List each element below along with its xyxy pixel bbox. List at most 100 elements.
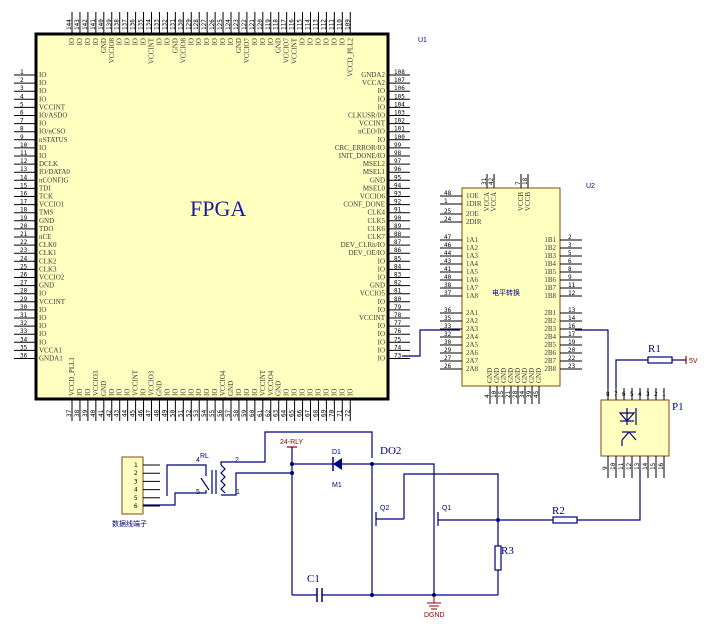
u2-pin-number: 23 bbox=[568, 363, 576, 370]
u2-pin-label: GND bbox=[500, 368, 508, 383]
u1-pin-number: 143 bbox=[74, 19, 81, 30]
u1-pin-number: 98 bbox=[394, 150, 402, 157]
u2-pin-number: 20 bbox=[568, 347, 576, 354]
q1-label: Q1 bbox=[442, 505, 451, 512]
u1-pin-label: IO bbox=[195, 389, 203, 396]
u2-pin-label: 2OE bbox=[466, 210, 479, 218]
u1-pin-label: DCLK bbox=[39, 160, 58, 168]
u1-pin-label: IO bbox=[84, 389, 92, 396]
u2-pin-number: 47 bbox=[444, 234, 452, 241]
u1-pin-number: 11 bbox=[20, 150, 28, 157]
u1-pin-number: 68 bbox=[312, 409, 319, 417]
u1-pin-number: 124 bbox=[225, 19, 232, 30]
u1-pin-label: IO bbox=[283, 389, 291, 396]
u1-pin-label: IO bbox=[299, 38, 307, 45]
u2-pin-label: 2A8 bbox=[466, 365, 479, 373]
u1-pin-number: 139 bbox=[106, 19, 113, 30]
u1-pin-label: VCCIO4 bbox=[267, 370, 275, 396]
u1-pin-label: IO bbox=[235, 389, 243, 396]
u1-pin-number: 90 bbox=[394, 215, 402, 222]
u1-pin-number: 83 bbox=[394, 272, 402, 279]
mosfet-q1-icon bbox=[433, 510, 498, 595]
u2-pin-label: GND bbox=[493, 368, 501, 383]
u1-pin-label: IO/nCSO bbox=[39, 128, 65, 136]
connector-pin-number: 2 bbox=[134, 470, 138, 477]
u2-pin-number: 1 bbox=[444, 198, 448, 205]
u2-pin-label: 2B1 bbox=[544, 309, 556, 317]
u1-pin-label: TDO bbox=[39, 225, 53, 233]
u1-pin-number: 55 bbox=[209, 409, 216, 417]
u1-pin-number: 56 bbox=[217, 409, 224, 417]
u1-pin-number: 129 bbox=[185, 19, 192, 30]
u1-pin-label: VCCINT bbox=[259, 369, 267, 396]
u2-pin-number: 19 bbox=[568, 339, 576, 346]
u1-pin-number: 144 bbox=[66, 19, 73, 30]
wire-q1-drain bbox=[372, 463, 435, 510]
u1-pin-number: 23 bbox=[20, 247, 28, 254]
u2-pin-number: 7 bbox=[515, 181, 522, 185]
u1-pin-number: 25 bbox=[20, 263, 28, 270]
u1-pin-label: VCCINT bbox=[291, 37, 299, 64]
wire-u1-u2 bbox=[402, 329, 460, 357]
u1-pin-number: 80 bbox=[394, 296, 402, 303]
u2-pin-label: 1B6 bbox=[544, 276, 556, 284]
u1-pin-number: 74 bbox=[394, 344, 402, 351]
u1-pin-number: 104 bbox=[394, 101, 405, 108]
net-5v: 5V bbox=[689, 358, 698, 365]
u1-pin-number: 16 bbox=[20, 191, 28, 198]
u2-pin-number: 6 bbox=[568, 258, 572, 265]
u1-pin-number: 44 bbox=[122, 409, 129, 417]
u1-pin-number: 115 bbox=[297, 19, 304, 30]
u2-pin-number: 32 bbox=[444, 331, 452, 338]
u1-pin-label: IO bbox=[39, 87, 46, 95]
u1-pin-label: IO/ASDO bbox=[39, 112, 67, 120]
wire-r2-right bbox=[577, 470, 641, 521]
u2-pin-label: 1B1 bbox=[544, 236, 556, 244]
u1-pin-number: 128 bbox=[193, 19, 200, 30]
capacitor-c1-icon bbox=[316, 588, 323, 602]
u1-pin-number: 87 bbox=[394, 239, 402, 246]
u2-pin-label: VCCB bbox=[524, 192, 532, 211]
u1-pin-number: 66 bbox=[297, 409, 304, 417]
u1-pin-number: 94 bbox=[394, 182, 402, 189]
u1-pin-label: IO bbox=[299, 389, 307, 396]
u2-pin-number: 5 bbox=[568, 250, 572, 257]
p1-pin-number: 9 bbox=[602, 466, 609, 470]
u1-pin-number: 135 bbox=[138, 19, 145, 30]
u1-pin-label: IO bbox=[39, 152, 46, 160]
u1-pin-label: IO bbox=[171, 389, 179, 396]
u1-pin-number: 52 bbox=[185, 409, 192, 417]
u1-pin-label: GND bbox=[100, 381, 108, 396]
u1-pin-label: GNDA2 bbox=[361, 71, 385, 79]
u1-pin-number: 45 bbox=[130, 409, 137, 417]
u1-pin-label: IO bbox=[291, 389, 299, 396]
u1-pin-number: 51 bbox=[177, 409, 184, 417]
u2-pin-label: 1OE bbox=[466, 192, 479, 200]
relay-pin-4: 4 bbox=[196, 457, 200, 464]
u2-pin-label: 2A5 bbox=[466, 341, 479, 349]
u2-pin-label: 2B6 bbox=[544, 349, 556, 357]
u1-pin-number: 6 bbox=[20, 110, 24, 117]
u1-pin-number: 112 bbox=[320, 19, 327, 30]
u1-pin-number: 141 bbox=[90, 19, 97, 30]
u1-pin-number: 82 bbox=[394, 280, 402, 287]
u1-pin-number: 137 bbox=[122, 19, 129, 30]
u2-pin-label: 2B3 bbox=[544, 325, 556, 333]
u1-pin-number: 131 bbox=[169, 19, 176, 30]
u2-pin-label: 1A2 bbox=[466, 244, 479, 252]
u2-pin-number: 16 bbox=[568, 323, 576, 330]
u1-pin-number: 64 bbox=[281, 409, 288, 417]
u1-pin-label: GND bbox=[155, 381, 163, 396]
u1-pin-number: 17 bbox=[20, 199, 28, 206]
p1-pin-number: 12 bbox=[626, 462, 633, 470]
u2-pin-label: 1A1 bbox=[466, 236, 479, 244]
p1-pin-number: 14 bbox=[642, 462, 649, 470]
u1-pin-label: GND bbox=[275, 381, 283, 396]
u1-pin-label: IO bbox=[378, 257, 385, 265]
u2-pin-number: 22 bbox=[568, 355, 576, 362]
u1-pin-label: GND bbox=[171, 38, 179, 53]
u1-pin-label: VCCIO7 bbox=[283, 38, 291, 64]
u1-pin-label: CLK6 bbox=[368, 225, 386, 233]
p1-pin-number: 16 bbox=[658, 462, 665, 470]
u1-pin-number: 63 bbox=[273, 409, 280, 417]
